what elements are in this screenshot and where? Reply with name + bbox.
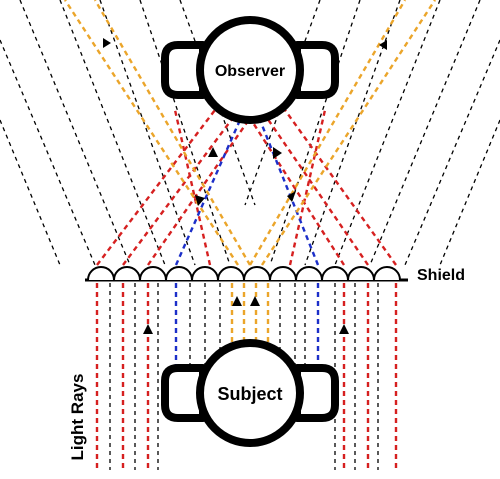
arrow-icon <box>232 296 242 306</box>
red-light-rays <box>95 109 398 470</box>
arrow-icon <box>195 195 205 206</box>
arrow-icon <box>143 324 153 334</box>
arrow-icon <box>208 147 218 157</box>
arrow-icon <box>273 147 282 159</box>
arrow-icon <box>287 191 296 202</box>
arrow-icon <box>103 38 111 48</box>
shield-label: Shield <box>417 267 465 284</box>
observer-label: Observer <box>215 63 285 80</box>
subject-head: Subject <box>161 339 339 447</box>
orange-light-rays <box>63 0 437 365</box>
vertical-black-rays <box>109 283 379 470</box>
subject-label: Subject <box>217 384 282 404</box>
shield: Shield <box>85 266 465 284</box>
light-rays-label: Light Rays <box>68 374 87 461</box>
arrow-icon <box>339 324 349 334</box>
arrow-icon <box>379 40 387 50</box>
blue-light-rays <box>174 119 320 365</box>
observer-head: Observer <box>161 16 339 124</box>
arrow-icon <box>250 296 260 306</box>
direction-arrows <box>103 38 387 334</box>
